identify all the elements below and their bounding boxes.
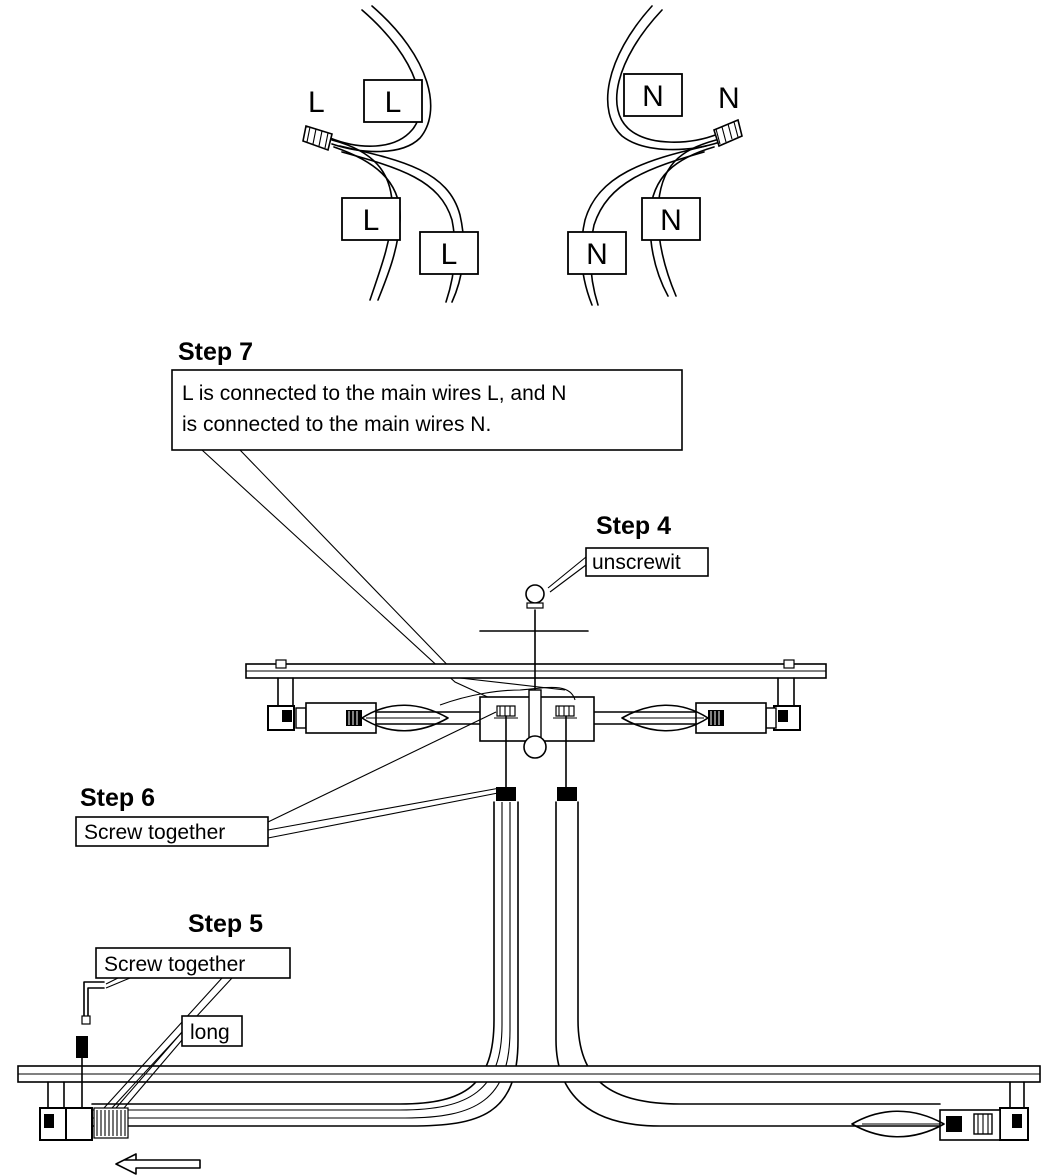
step6-label-box — [75, 816, 269, 847]
step6-title: Step 6 — [80, 784, 155, 812]
spring-coil — [93, 1107, 129, 1139]
live-tag-box — [363, 79, 423, 123]
step7-note-box — [171, 369, 683, 451]
step4-label-box — [585, 547, 709, 577]
step4-callout: Step 4 unscrewit — [547, 512, 709, 593]
step7-note-line1: L is connected to the main wires L, and … — [182, 382, 566, 405]
neutral-tag-label: N — [660, 204, 682, 237]
step4-title: Step 4 — [596, 512, 671, 540]
neutral-marker-label: N — [718, 82, 740, 115]
step7-note-line2: is connected to the main wires N. — [182, 413, 491, 436]
live-tag-box — [419, 231, 479, 275]
live-tag-label: L — [385, 86, 402, 119]
upper-canopy-assembly — [245, 584, 827, 788]
wire-nut-neutral — [713, 118, 743, 148]
live-wiring-detail: L L L L — [302, 5, 479, 303]
threaded-fitting — [553, 705, 577, 788]
neutral-wiring-detail: N N N N — [567, 5, 743, 306]
step5-long-box — [181, 1015, 243, 1047]
step5-label: Screw together — [104, 953, 245, 976]
step6-label: Screw together — [84, 821, 225, 844]
wire-nut-live — [302, 124, 333, 152]
step6-callout: Step 6 Screw together — [75, 711, 504, 847]
step5-callout: Step 5 Screw together long — [95, 910, 291, 1109]
step7-title: Step 7 — [178, 338, 253, 366]
live-tag-label: L — [441, 238, 458, 271]
step7-callout: Step 7 L is connected to the main wires … — [171, 338, 683, 706]
live-marker-label: L — [308, 86, 325, 119]
live-tag-label: L — [363, 204, 380, 237]
step5-long-label: long — [190, 1021, 230, 1044]
neutral-tag-box — [567, 231, 627, 275]
conduit-tubes — [91, 787, 941, 1127]
neutral-tag-box — [623, 73, 683, 117]
step4-label: unscrewit — [592, 551, 681, 574]
threaded-fitting — [494, 705, 518, 788]
live-tag-box — [341, 197, 401, 241]
neutral-tag-label: N — [642, 80, 664, 113]
neutral-tag-box — [641, 197, 701, 241]
lower-canopy-assembly — [17, 981, 1041, 1175]
step5-title: Step 5 — [188, 910, 263, 938]
step5-label-box — [95, 947, 291, 979]
neutral-tag-label: N — [586, 238, 608, 271]
